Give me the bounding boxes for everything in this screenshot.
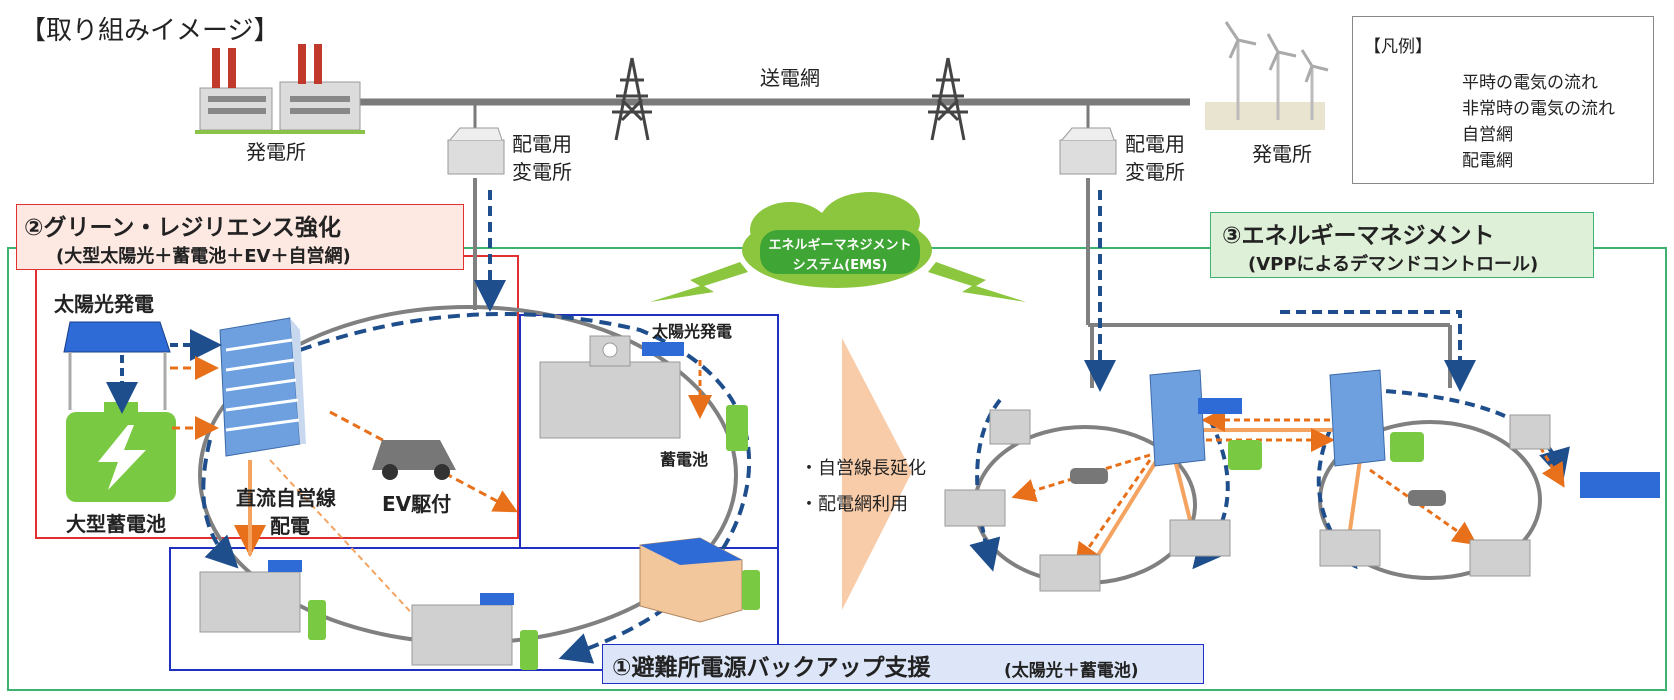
callout-shelter-title: ①避難所電源バックアップ支援 [612, 655, 931, 681]
wind-turbine-icon [1205, 21, 1329, 130]
lightning-left-icon [650, 262, 748, 302]
bullet-distribution-use: ・配電網利用 [800, 494, 908, 515]
bullet-extend-line: ・自営線長延化 [800, 458, 926, 479]
substation-right-icon [1059, 104, 1117, 175]
small-buildings-right-icon [944, 409, 1551, 592]
callout-green-resilience-title: ②グリーン・レジリエンス強化 [24, 215, 341, 241]
substation-left-label-2: 変電所 [512, 160, 572, 184]
battery-label: 蓄電池 [660, 450, 709, 469]
school-building-upper-icon [539, 335, 748, 451]
legend-title: 【凡例】 [1364, 37, 1432, 57]
callout-green-resilience [16, 204, 464, 270]
lightning-right-icon [928, 262, 1026, 302]
substation-left-icon [447, 104, 505, 175]
transmission-grid-label: 送電網 [760, 66, 820, 90]
ems-cloud-icon [742, 192, 932, 288]
solar-big-label: 太陽光発電 [54, 292, 154, 316]
large-battery-icon [66, 402, 176, 502]
ems-label-1: エネルギーマネジメント [768, 238, 912, 253]
legend-item-normal: 平時の電気の流れ [1462, 73, 1598, 93]
power-plant-left-icon [195, 44, 365, 134]
callout-shelter-sub: (太陽光＋蓄電池) [1004, 661, 1139, 681]
ev-car-icon [372, 440, 456, 480]
large-battery-label: 大型蓄電池 [66, 512, 166, 536]
substation-left-label-1: 配電用 [512, 132, 572, 156]
normal-flow-ring-left [299, 312, 752, 664]
office-building-right-b-icon [1329, 369, 1386, 467]
solar-panel-left-icon [63, 321, 171, 410]
callout-energy-mgmt-sub: (VPPによるデマンドコントロール) [1248, 254, 1539, 275]
office-building-icon [219, 317, 306, 457]
solar-panels-right-icon [1198, 398, 1660, 498]
ems-label-2: システム(EMS) [792, 258, 888, 273]
page-title: 【取り組みイメージ】 [20, 16, 280, 46]
ev-charging-label: EV駆付 [382, 492, 452, 516]
dc-line-label-1: 直流自営線 [236, 486, 336, 510]
power-plant-right-label: 発電所 [1252, 142, 1312, 166]
ev-cars-right-icon [1070, 468, 1446, 506]
legend-item-distribution: 配電網 [1462, 151, 1513, 171]
school-building-lower-right-icon [411, 593, 538, 670]
callout-green-resilience-sub: (大型太陽光＋蓄電池＋EV＋自営網) [56, 246, 351, 267]
substation-right-label-1: 配電用 [1125, 132, 1185, 156]
substation-right-label-2: 変電所 [1125, 160, 1185, 184]
shelter-frame-lower [169, 547, 779, 671]
apartment-building-icon [639, 537, 760, 623]
school-building-lower-left-icon [199, 560, 326, 640]
office-building-right-a-icon [1149, 369, 1206, 467]
solar-school-label: 太陽光発電 [652, 322, 733, 341]
power-plant-left-label: 発電所 [246, 140, 306, 164]
batteries-right-icon [1228, 432, 1424, 470]
legend-item-emergency: 非常時の電気の流れ [1462, 99, 1615, 119]
callout-energy-mgmt-title: ③エネルギーマネジメント [1222, 223, 1495, 249]
expansion-arrow [842, 338, 912, 610]
legend-box [1352, 16, 1654, 184]
dc-line-label-2: 配電 [270, 514, 310, 538]
callout-energy-mgmt [1210, 212, 1594, 278]
legend-item-private: 自営網 [1462, 125, 1513, 145]
callout-shelter [602, 644, 1204, 684]
pylon-icon [612, 57, 968, 141]
